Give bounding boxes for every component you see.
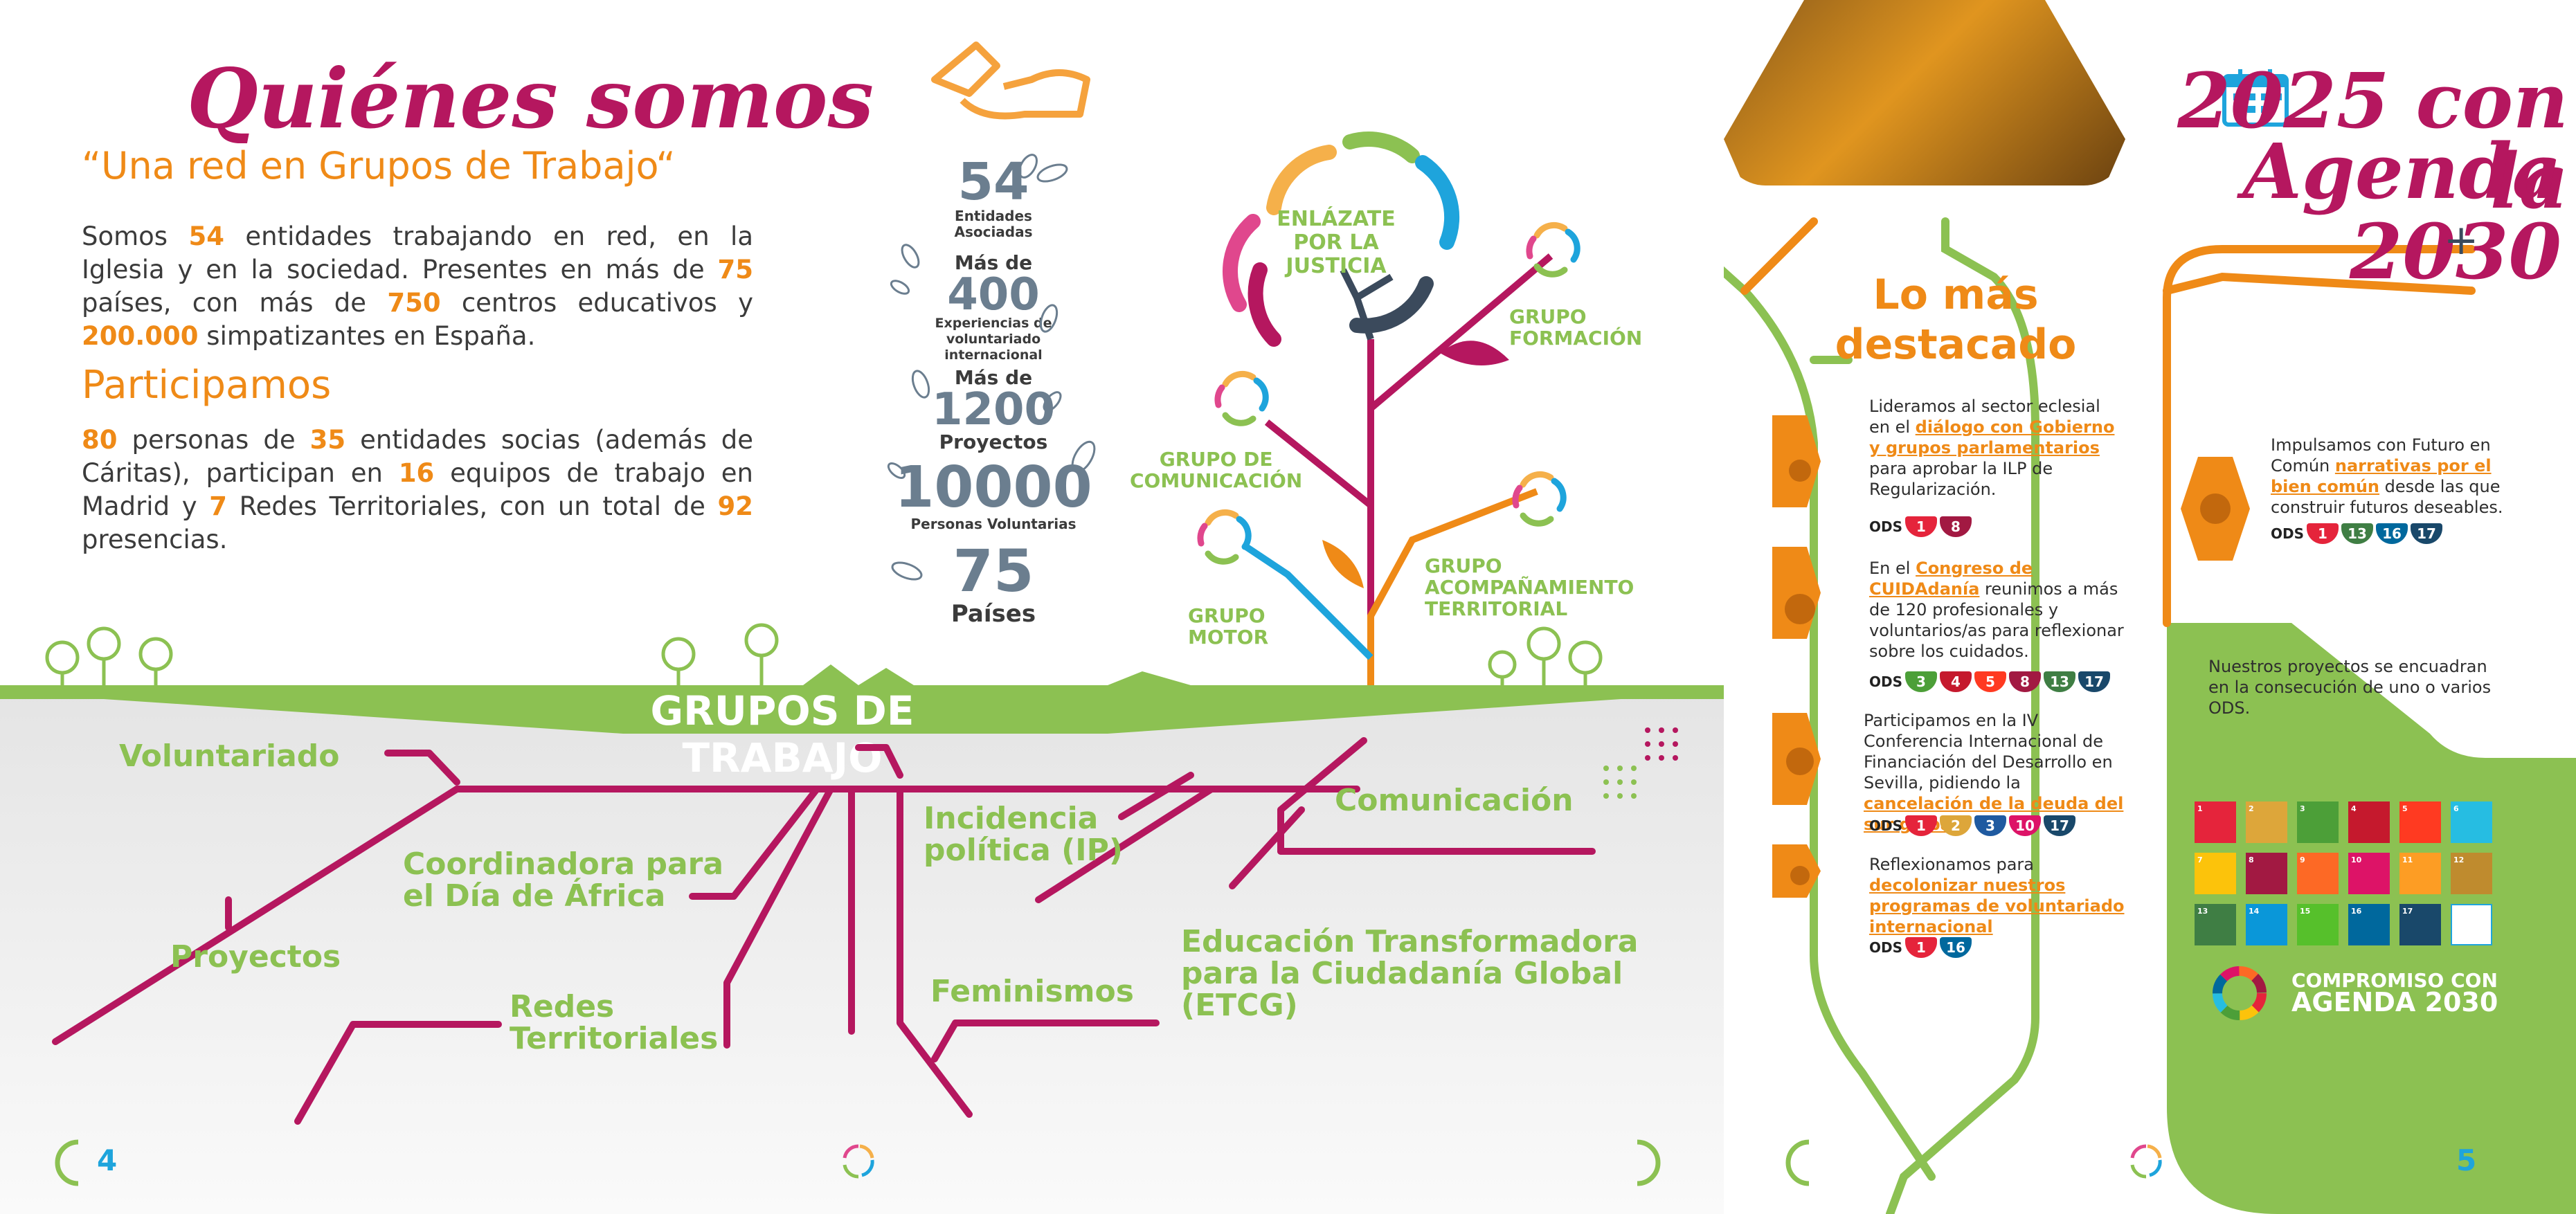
hexagon-icons [1772, 415, 1821, 898]
sdg-tile: 3 [2297, 801, 2339, 843]
group-comunicacion: Comunicación [1335, 783, 1574, 818]
destacado-title: Lo más destacado [1835, 271, 2077, 369]
group-voluntariado: Voluntariado [119, 739, 340, 774]
calendar-icon [2222, 69, 2289, 127]
sdg-tile: 1 [2195, 801, 2236, 843]
group-incidencia: Incidencia política (IP) [924, 801, 1123, 868]
tree-grupo-formacion: GRUPO FORMACIÓN [1509, 305, 1643, 350]
page-number-right: 5 [2456, 1143, 2477, 1177]
link-decolonizar[interactable]: decolonizar nuestros programas de volunt… [1869, 876, 2125, 936]
sdg-tile: 13 [2195, 904, 2236, 945]
ods-row-1: ODS 1 8 [1869, 516, 1972, 537]
sdg-tile: 17 [2399, 904, 2441, 945]
tree-grupo-comunicacion: GRUPO DE COMUNICACIÓN [1130, 448, 1303, 492]
stat-entidades-label: Entidades Asociadas [954, 208, 1033, 240]
intro-paragraph: Somos 54 entidades trabajando en red, en… [82, 221, 754, 351]
stat-proyectos-pre: Más de [954, 366, 1033, 389]
sdg-tile: 2 [2246, 801, 2287, 843]
left-page: Quiénes somos “Una red en Grupos de Trab… [0, 42, 1724, 1214]
sdg-tile: 4 [2348, 801, 2390, 843]
page-arc-left-icon [55, 1139, 79, 1186]
page-title: Quiénes somos [187, 51, 874, 147]
futuro-text: Impulsamos con Futuro en Común narrativa… [2271, 435, 2503, 517]
sdg-tile: 11 [2399, 853, 2441, 894]
stat-experiencias-number: 400 [947, 269, 1040, 320]
tree-illustration [1197, 132, 1580, 685]
group-educacion: Educación Transformadora para la Ciudada… [1181, 924, 1639, 1023]
proyectos-note: Nuestros proyectos se encuadran en la co… [2208, 657, 2492, 718]
ods-row-futuro: ODS 1 13 16 17 [2271, 523, 2443, 544]
stat-entidades-number: 54 [957, 152, 1029, 212]
logo-flower-icon [843, 1144, 874, 1179]
compromiso-line2: AGENDA 2030 [2291, 987, 2498, 1017]
link-dialogo[interactable]: diálogo con Gobierno y grupos parlamenta… [1869, 417, 2115, 457]
tree-center-label: ENLÁZATE POR LA JUSTICIA [1277, 207, 1396, 278]
sdg-tile: 5 [2399, 801, 2441, 843]
banner-title: GRUPOS DE TRABAJO [650, 687, 915, 781]
group-coordinadora: Coordinadora para el Día de África [403, 846, 724, 914]
sdg-tile: 15 [2297, 904, 2339, 945]
sdg-tile: 8 [2246, 853, 2287, 894]
group-proyectos: Proyectos [170, 939, 341, 975]
destacado-item-1: Lideramos al sector eclesial en el diálo… [1869, 397, 2115, 499]
sdg-tile: 10 [2348, 853, 2390, 894]
link-narrativas[interactable]: narrativas por el bien común [2271, 456, 2492, 496]
sdg-tile: 9 [2297, 853, 2339, 894]
ods-row-3: ODS 1 2 3 10 17 [1869, 815, 2076, 836]
participamos-paragraph: 80 personas de 35 entidades socias (adem… [82, 425, 754, 554]
right-title-line2: Agenda 2030 [2242, 127, 2561, 296]
logo-flower-icon [2130, 1144, 2162, 1179]
stat-proyectos-label: Proyectos [939, 431, 1048, 453]
stat-paises-number: 75 [953, 537, 1034, 605]
handshake-icon [931, 42, 1090, 120]
group-feminismos: Feminismos [930, 974, 1134, 1009]
stat-voluntarias-number: 10000 [894, 455, 1092, 520]
sdg-tile: 14 [2246, 904, 2287, 945]
page-number-left: 4 [97, 1143, 118, 1177]
stats-column: 54 Entidades Asociadas Más de 400 Experi… [879, 156, 1108, 628]
stat-experiencias-pre: Más de [954, 251, 1033, 274]
banner-shape [0, 685, 1724, 734]
sdg-grid: 1 2 3 4 5 6 7 8 9 10 11 12 13 14 15 16 1… [2195, 801, 2492, 954]
destacado-item-2: En el Congreso de CUIDAdanía reunimos a … [1869, 559, 2124, 661]
group-photo [1724, 0, 2125, 185]
link-congreso[interactable]: Congreso de CUIDAdanía [1869, 559, 2033, 599]
ods-row-4: ODS 1 16 [1869, 937, 1972, 958]
stat-proyectos-number: 1200 [931, 384, 1056, 435]
plus-icon: + [2444, 216, 2479, 264]
destacado-item-4: Reflexionamos para decolonizar nuestros … [1869, 855, 2125, 936]
participamos-heading: Participamos [82, 363, 332, 408]
page-arc-right-icon [1637, 1139, 1661, 1186]
right-title-line1: 2025 con la [2177, 56, 2568, 226]
stat-paises-label: Países [951, 600, 1036, 628]
sdg-tile: 6 [2451, 801, 2492, 843]
compromiso-line1: COMPROMISO CON [2291, 969, 2498, 992]
sdg-tile: 7 [2195, 853, 2236, 894]
tree-grupo-motor: GRUPO MOTOR [1188, 604, 1269, 649]
roots-network [52, 737, 1596, 1125]
right-page: 2025 con la Agenda 2030 + Lo más destaca… [1724, 0, 2576, 1214]
sdg-wheel-icon [2213, 966, 2267, 1020]
leaf-decorations [887, 154, 1096, 581]
stat-experiencias-label: Experiencias de voluntariado internacion… [935, 316, 1052, 363]
dot-pattern [1603, 727, 1678, 799]
group-redes: Redes Territoriales [510, 989, 719, 1056]
page-subtitle: “Una red en Grupos de Trabajo“ [82, 144, 676, 188]
futuro-hexagon-icon [2181, 457, 2250, 561]
sdg-tile: 12 [2451, 853, 2492, 894]
tree-grupo-acompanamiento: GRUPO ACOMPAÑAMIENTO TERRITORIAL [1425, 554, 1634, 620]
stat-voluntarias-label: Personas Voluntarias [910, 516, 1077, 532]
page-arc-left-icon [1785, 1139, 1810, 1186]
ground-area [0, 685, 1724, 1214]
sdg-tile: 16 [2348, 904, 2390, 945]
sdg-tile [2451, 904, 2492, 945]
ods-row-2: ODS 3 4 5 8 13 17 [1869, 671, 2111, 692]
